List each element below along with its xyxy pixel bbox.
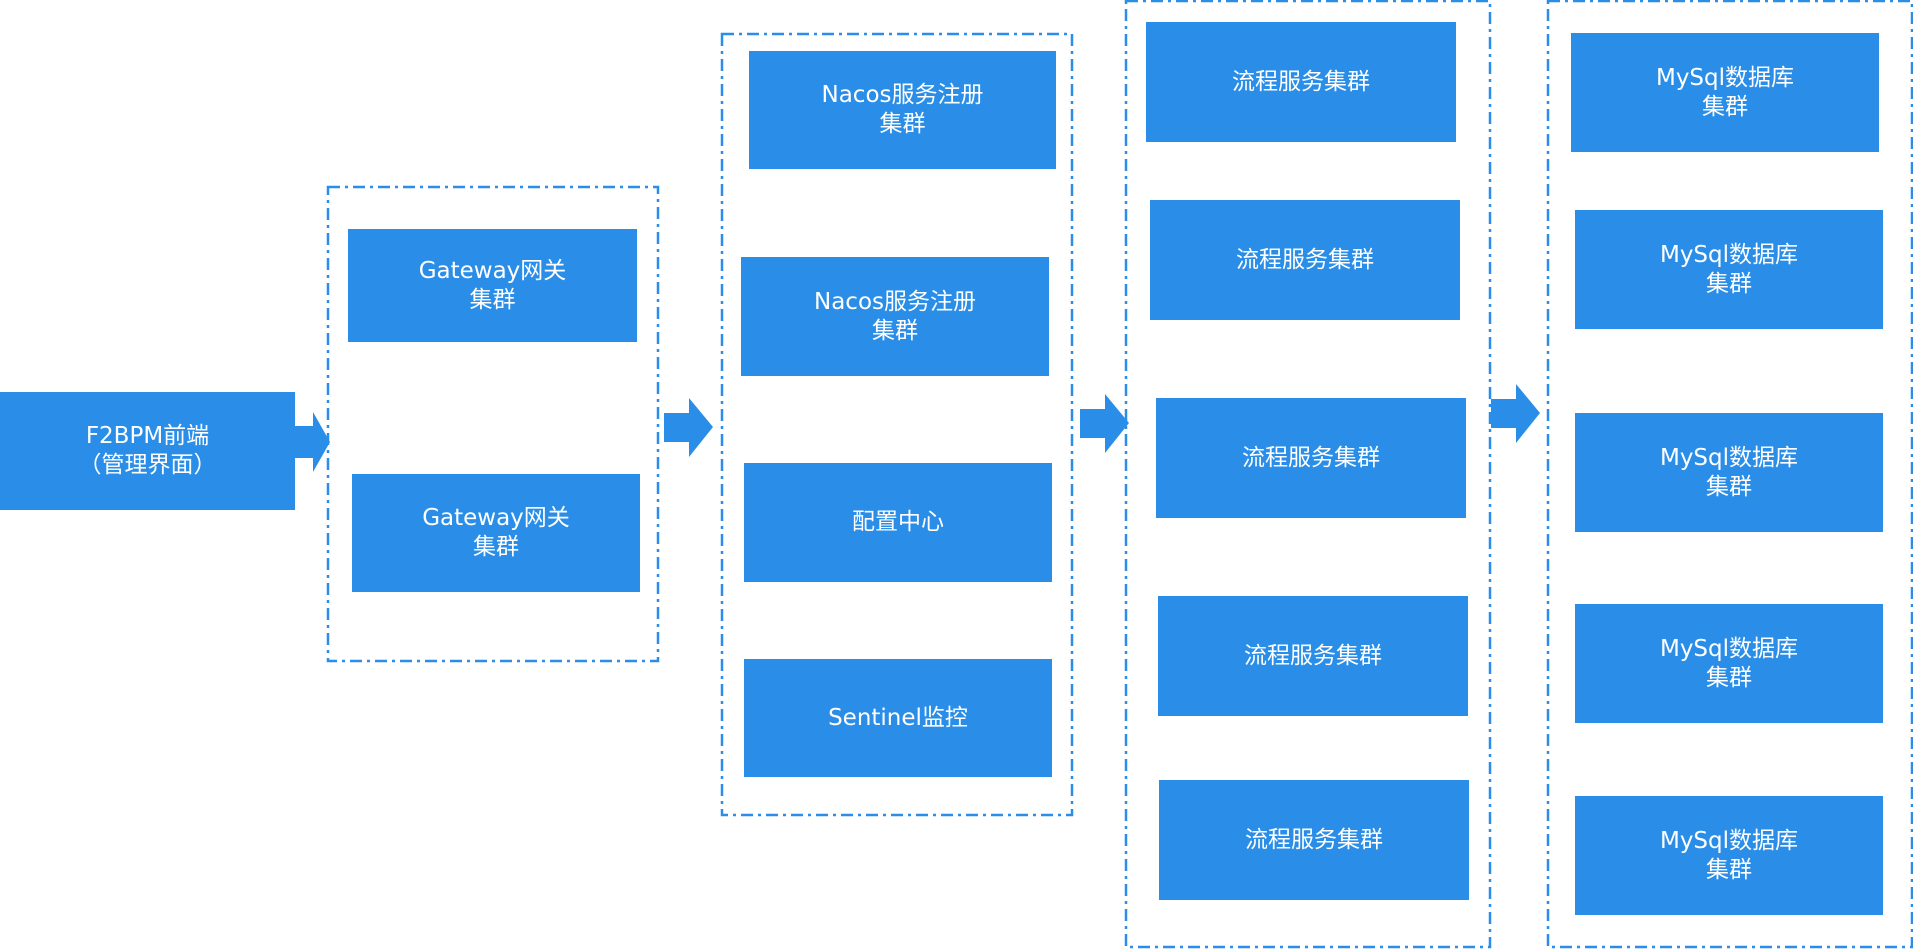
mysql-database-box: MySql数据库 集群 xyxy=(1575,796,1883,915)
process-service-box: 流程服务集群 xyxy=(1156,398,1466,518)
mysql-database-box: MySql数据库 集群 xyxy=(1571,33,1879,152)
mysql-database-box: MySql数据库 集群 xyxy=(1575,413,1883,532)
mysql-database-box: MySql数据库 集群 xyxy=(1575,604,1883,723)
nacos-registry-box: Nacos服务注册 集群 xyxy=(749,51,1056,169)
arrow-registry-to-process xyxy=(1080,394,1129,453)
gateway-cluster-box: Gateway网关 集群 xyxy=(352,474,640,592)
frontend-box: F2BPM前端 （管理界面） xyxy=(0,392,295,510)
process-service-box: 流程服务集群 xyxy=(1150,200,1460,320)
process-service-box: 流程服务集群 xyxy=(1159,780,1469,900)
mysql-database-box: MySql数据库 集群 xyxy=(1575,210,1883,329)
nacos-registry-box: Nacos服务注册 集群 xyxy=(741,257,1049,376)
arrow-gateway-to-registry xyxy=(664,398,713,457)
sentinel-monitor-box: Sentinel监控 xyxy=(744,659,1052,777)
process-service-box: 流程服务集群 xyxy=(1158,596,1468,716)
arrow-process-to-database xyxy=(1491,384,1540,443)
process-service-box: 流程服务集群 xyxy=(1146,22,1456,142)
gateway-cluster-box: Gateway网关 集群 xyxy=(348,229,637,342)
arrow-frontend-to-gateway xyxy=(295,412,330,472)
config-center-box: 配置中心 xyxy=(744,463,1052,582)
